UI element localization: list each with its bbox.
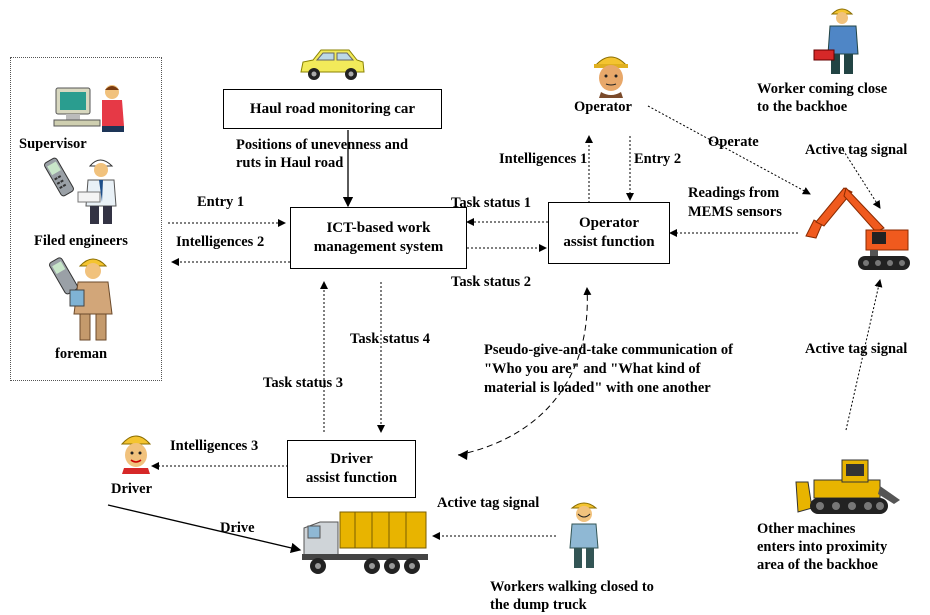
walking-worker-icon bbox=[569, 502, 599, 568]
readings-label-line1: Readings from bbox=[688, 185, 780, 201]
arrow-pseudo-communication bbox=[457, 287, 592, 456]
entry1-label: Entry 1 bbox=[197, 194, 245, 210]
ict-work-management-box: ICT-based work management system bbox=[290, 207, 467, 269]
ict-label-line1: ICT-based work bbox=[326, 220, 431, 236]
haul-car-label: Haul road monitoring car bbox=[249, 100, 416, 117]
foreman-icon bbox=[49, 257, 113, 341]
intelligences3-label: Intelligences 3 bbox=[170, 438, 259, 454]
operator-assist-box: Operator assist function bbox=[548, 202, 670, 264]
operator-assist-line1: Operator bbox=[579, 215, 639, 231]
readings-label-line2: MEMS sensors bbox=[688, 204, 782, 220]
driver-assist-line1: Driver bbox=[330, 451, 373, 467]
active-tag-mid-label: Active tag signal bbox=[805, 341, 908, 357]
active-tag-top-label: Active tag signal bbox=[805, 142, 908, 158]
task-status4-label: Task status 4 bbox=[350, 331, 431, 347]
positions-label-line2: ruts in Haul road bbox=[236, 155, 344, 171]
arrow-worker-tag bbox=[842, 149, 881, 209]
driver-face-icon bbox=[120, 435, 152, 474]
pseudo-comm-line1: Pseudo-give-and-take communication of bbox=[484, 342, 733, 358]
operator-assist-line2: assist function bbox=[563, 234, 655, 250]
operator-face-icon bbox=[593, 56, 629, 98]
yellow-car-icon bbox=[300, 49, 365, 80]
supervisor-computer-icon bbox=[53, 85, 124, 132]
worker-backhoe-label-line1: Worker coming close bbox=[757, 81, 888, 97]
driver-assist-box: Driver assist function bbox=[287, 440, 416, 498]
ict-label-line2: management system bbox=[313, 239, 444, 255]
intelligences2-label: Intelligences 2 bbox=[176, 234, 265, 250]
foreman-label: foreman bbox=[55, 346, 108, 362]
other-machines-line2: enters into proximity bbox=[757, 539, 888, 555]
haul-road-monitoring-car-box: Haul road monitoring car bbox=[223, 89, 442, 129]
workers-truck-label-line1: Workers walking closed to bbox=[490, 579, 654, 595]
other-machines-line3: area of the backhoe bbox=[757, 557, 878, 573]
excavator-icon bbox=[805, 186, 910, 270]
engineer-icon bbox=[77, 159, 117, 224]
field-engineers-label: Filed engineers bbox=[34, 233, 128, 249]
operator-label: Operator bbox=[574, 99, 632, 115]
intelligences1-label: Intelligences 1 bbox=[499, 151, 588, 167]
supervisor-label: Supervisor bbox=[19, 136, 87, 152]
pseudo-comm-line3: material is loaded" with one another bbox=[484, 380, 711, 396]
workers-truck-label-line2: the dump truck bbox=[490, 597, 587, 613]
arrow-operate bbox=[647, 105, 811, 195]
driver-label: Driver bbox=[111, 481, 153, 497]
worker-toolbox-icon bbox=[813, 8, 859, 74]
positions-label-line1: Positions of unevenness and bbox=[236, 137, 409, 153]
arrow-drive bbox=[107, 504, 302, 553]
task-status3-label: Task status 3 bbox=[263, 375, 344, 391]
bulldozer-icon bbox=[795, 459, 900, 514]
mobile-phone-icon bbox=[44, 157, 74, 197]
stakeholder-group-frame bbox=[10, 57, 162, 381]
task-status2-label: Task status 2 bbox=[451, 274, 532, 290]
other-machines-line1: Other machines bbox=[757, 521, 856, 537]
pseudo-comm-line2: "Who you are" and "What kind of bbox=[484, 361, 701, 377]
drive-label: Drive bbox=[220, 520, 255, 536]
task-status1-label: Task status 1 bbox=[451, 195, 532, 211]
driver-assist-line2: assist function bbox=[305, 470, 398, 486]
dump-truck-icon bbox=[302, 511, 428, 574]
operate-label: Operate bbox=[708, 134, 759, 150]
active-tag-bottom-label: Active tag signal bbox=[437, 495, 540, 511]
arrow-machine-tag bbox=[845, 279, 883, 431]
worker-backhoe-label-line2: to the backhoe bbox=[757, 99, 848, 115]
entry2-label: Entry 2 bbox=[634, 151, 682, 167]
